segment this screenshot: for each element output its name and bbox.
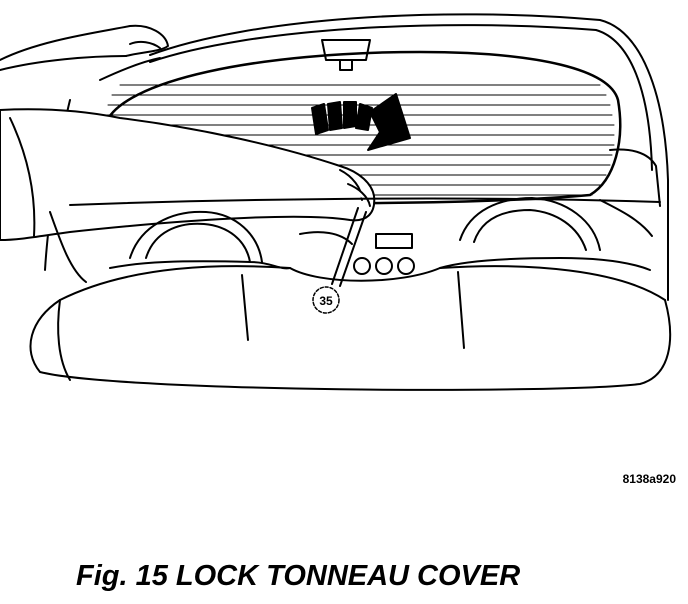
- upper-hand: [0, 24, 169, 71]
- callout-marker: 35: [312, 286, 340, 314]
- drawing-code-label: 8138a920: [622, 472, 676, 486]
- arm-with-tool: [0, 108, 376, 241]
- roll-bar-hoops: [129, 197, 601, 263]
- stop-light-bracket: [321, 39, 371, 71]
- callout-number: 35: [319, 294, 333, 308]
- side-trim-panels: [49, 148, 661, 283]
- tonneau-cover: [29, 197, 672, 391]
- figure-caption: Fig. 15 LOCK TONNEAU COVER: [76, 560, 521, 592]
- latch-mechanism: [299, 207, 415, 287]
- direction-arrow-icon: [311, 93, 411, 151]
